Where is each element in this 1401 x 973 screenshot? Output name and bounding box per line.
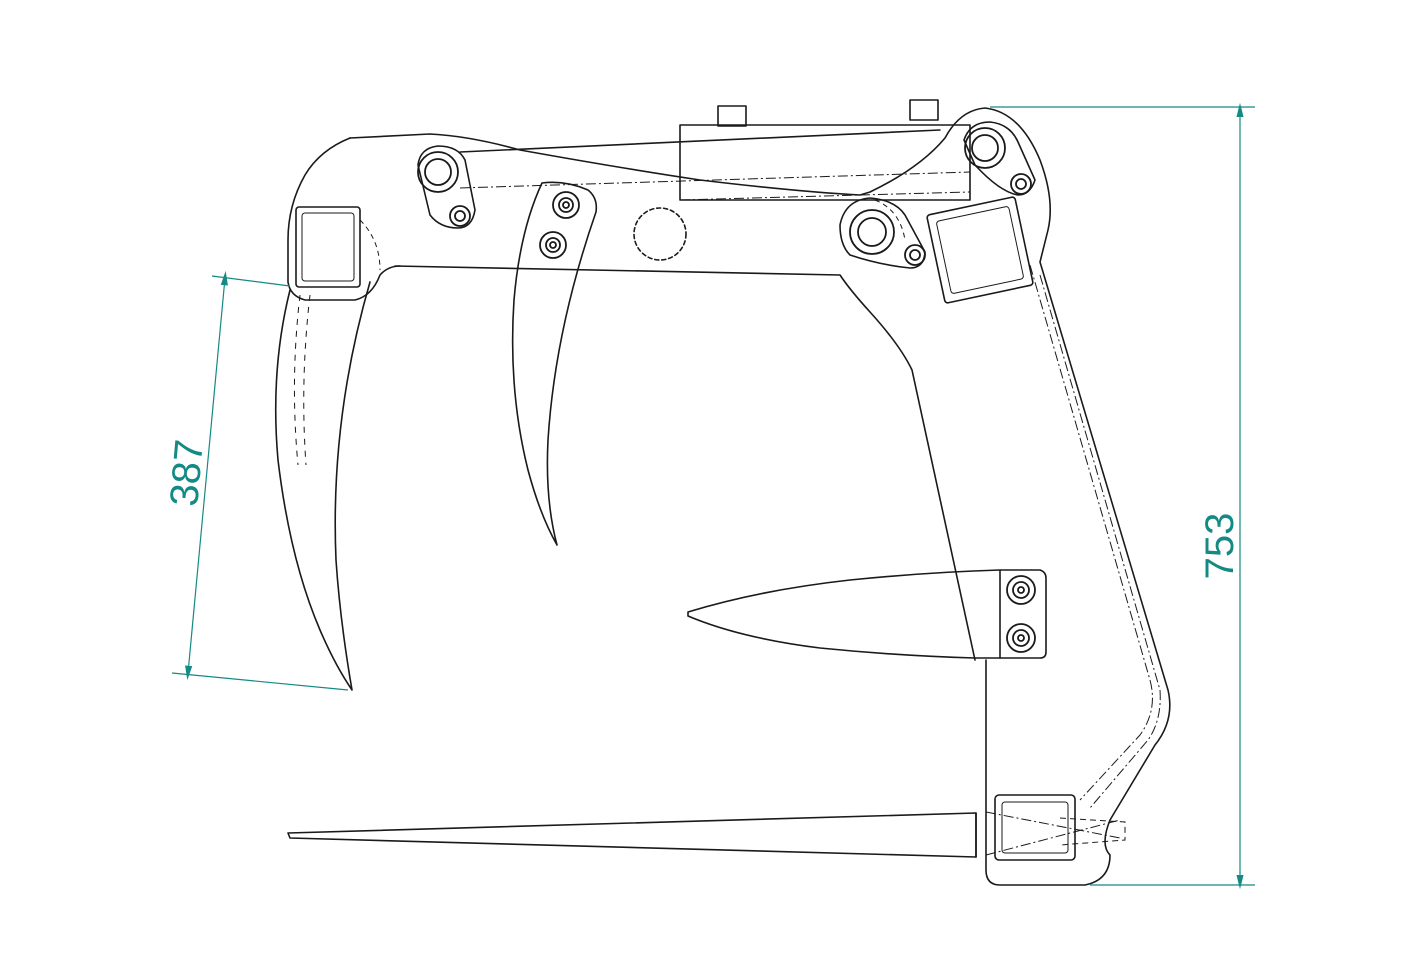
grapple-outline	[274, 99, 1171, 886]
dimension-753	[990, 102, 1255, 890]
hidden-lines	[293, 171, 1161, 856]
center-pivot-pin	[849, 209, 895, 255]
left-tube-section	[295, 206, 361, 288]
wedge-tine-bolt-2	[1006, 623, 1036, 653]
upper-frame	[349, 107, 1171, 886]
left-jaw-head	[287, 137, 401, 301]
left-pin	[417, 151, 459, 193]
middle-tine-bolt-1	[552, 191, 580, 219]
left-link-plate	[417, 145, 476, 229]
dimension-387-label: 387	[162, 438, 212, 508]
right-tube-section	[926, 196, 1034, 304]
center-boss	[633, 207, 687, 261]
middle-curved-tine	[511, 181, 598, 546]
dimension-753-label: 753	[1198, 513, 1242, 580]
spear-tine	[287, 812, 977, 858]
hydraulic-cylinder	[679, 124, 971, 201]
right-top-link	[963, 121, 1036, 196]
wedge-tine-bolt-1	[1006, 575, 1036, 605]
pins-and-bolts	[417, 127, 1036, 653]
middle-tine-bolt-2	[539, 231, 567, 259]
right-top-pin	[964, 127, 1006, 169]
wedge-tine	[687, 569, 1047, 659]
upper-frame-lower-edge	[394, 265, 976, 661]
left-curved-tine	[274, 281, 371, 691]
dimension-387	[171, 270, 349, 691]
bottom-tube-section	[994, 794, 1076, 861]
center-pivot-link	[839, 197, 926, 269]
